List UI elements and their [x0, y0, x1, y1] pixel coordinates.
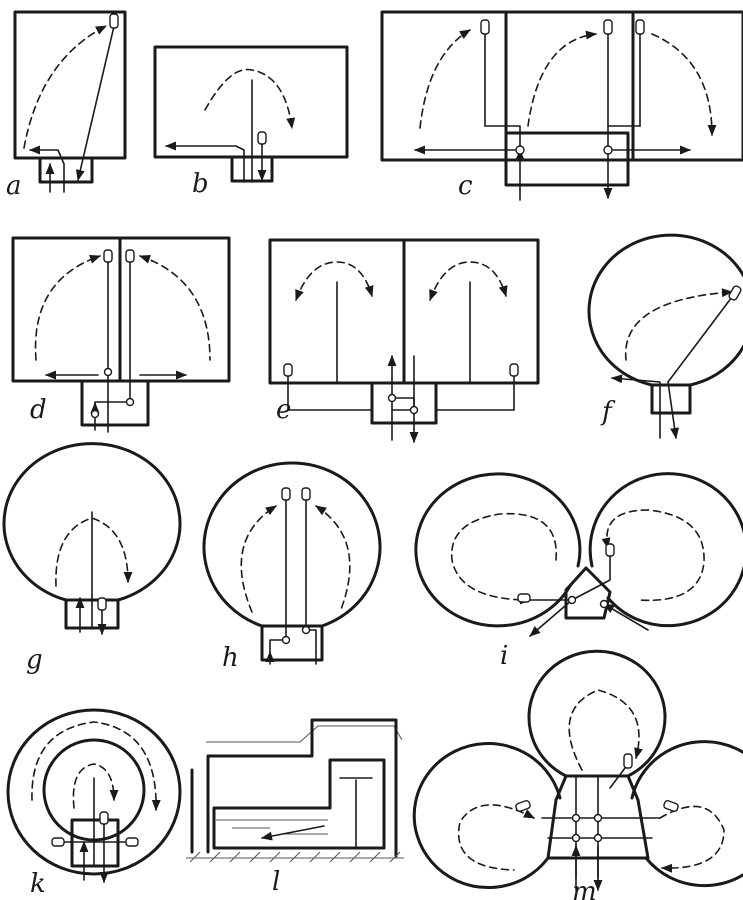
nozzle-icon: [605, 543, 615, 557]
panel-l: l: [186, 718, 404, 897]
nozzle-icon: [281, 487, 291, 501]
panel-b: b: [153, 45, 349, 199]
panel-e: e: [268, 238, 540, 444]
panel-f: f: [587, 233, 743, 440]
nozzle-icon: [103, 249, 113, 263]
panel-label-c: c: [458, 171, 473, 201]
panel-m: m: [412, 649, 743, 900]
panel-label-d: d: [30, 395, 47, 425]
panel-label-e: e: [276, 395, 291, 425]
panel-label-i: i: [500, 641, 508, 671]
nozzle-icon: [663, 799, 679, 813]
panel-label-k: k: [30, 869, 46, 899]
panel-a: a: [6, 10, 127, 201]
panel-label-m: m: [572, 877, 597, 900]
panel-i: i: [414, 472, 743, 671]
nozzle-icon: [301, 487, 311, 501]
nozzle-icon: [51, 837, 65, 847]
nozzle-icon: [283, 363, 293, 377]
nozzle-icon: [515, 799, 531, 813]
nozzle-icon: [109, 13, 119, 29]
panel-g: g: [2, 442, 182, 675]
panel-label-a: a: [6, 171, 22, 201]
panel-h: h: [202, 461, 382, 673]
panel-c: c: [380, 10, 743, 201]
nozzle-icon: [603, 19, 613, 35]
panel-label-f: f: [600, 397, 616, 427]
nozzle-icon: [97, 597, 107, 611]
nozzle-icon: [125, 837, 139, 847]
panel-label-l: l: [272, 867, 280, 897]
panel-label-g: g: [26, 645, 43, 675]
panel-label-b: b: [192, 169, 209, 199]
nozzle-icon: [480, 19, 490, 35]
nozzle-icon: [517, 593, 531, 603]
panel-d: d: [11, 236, 231, 433]
nozzle-icon: [99, 811, 109, 825]
panel-label-h: h: [222, 643, 239, 673]
nozzle-icon: [728, 285, 742, 301]
nozzle-icon: [257, 131, 267, 145]
nozzle-icon: [125, 249, 135, 263]
nozzle-icon: [635, 19, 645, 35]
panel-k: k: [6, 708, 182, 899]
nozzle-icon: [623, 753, 633, 769]
nozzle-icon: [509, 363, 519, 377]
